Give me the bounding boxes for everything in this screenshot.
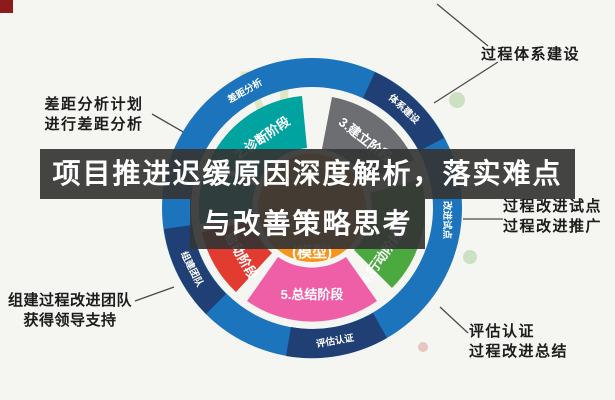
label-process-system: 过程体系建设 bbox=[481, 45, 580, 65]
label-improvement-pilot-line2: 过程改进推广 bbox=[503, 218, 603, 235]
connector-top-edge bbox=[436, 3, 489, 47]
headline-banner: 项目推进迟缓原因深度解析，落实难点 与改善策略思考 bbox=[0, 149, 615, 249]
watermark-blob bbox=[418, 342, 428, 352]
outer-ring-dark-sector bbox=[286, 313, 387, 359]
label-gap-analysis: 差距分析计划 进行差距分析 bbox=[33, 95, 155, 135]
outer-ring-dark-sector bbox=[363, 72, 444, 151]
corner-mark bbox=[0, 0, 13, 13]
watermark-blob bbox=[449, 92, 465, 108]
ring-label-pilot: 改进试点 bbox=[441, 201, 453, 240]
headline-line2: 与改善策略思考 bbox=[190, 199, 425, 249]
label-assessment-line2: 过程改进总结 bbox=[469, 343, 569, 360]
outer-ring-dark-sector bbox=[164, 225, 226, 314]
headline-line1: 项目推进迟缓原因深度解析，落实难点 bbox=[40, 149, 575, 199]
headline-line2-row: 与改善策略思考 bbox=[0, 199, 615, 249]
label-assessment-line1: 评估认证 bbox=[469, 323, 536, 340]
label-gap-analysis-line2: 进行差距分析 bbox=[44, 116, 144, 133]
label-gap-analysis-line1: 差距分析计划 bbox=[44, 96, 144, 113]
headline-line1-row: 项目推进迟缓原因深度解析，落实难点 bbox=[0, 149, 615, 199]
label-improvement-pilot: 过程改进试点 过程改进推广 bbox=[503, 197, 602, 237]
phase-label-learning: 5.总结阶段 bbox=[281, 287, 344, 302]
connector-bottom-right bbox=[439, 306, 469, 334]
label-build-team-line2: 获得领导支持 bbox=[23, 312, 117, 329]
watermark-blob bbox=[463, 250, 477, 264]
label-improvement-pilot-line1: 过程改进试点 bbox=[503, 198, 603, 215]
label-build-team-line1: 组建过程改进团队 bbox=[7, 292, 132, 309]
label-build-team: 组建过程改进团队 获得领导支持 bbox=[2, 291, 138, 331]
label-assessment: 评估认证 过程改进总结 bbox=[469, 322, 568, 362]
connector-top-right bbox=[433, 61, 499, 104]
phase-sector-learning bbox=[247, 257, 377, 322]
label-process-system-line1: 过程体系建设 bbox=[481, 46, 581, 63]
connector-bottom-left bbox=[134, 286, 175, 302]
